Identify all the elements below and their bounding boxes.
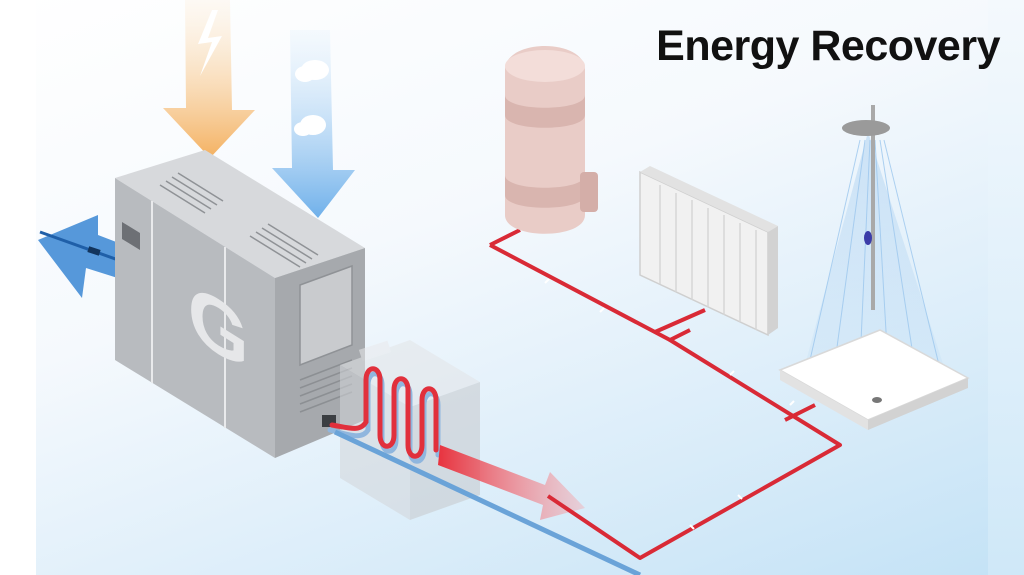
page-title: Energy Recovery xyxy=(656,22,1000,70)
cold-water-arrow-icon xyxy=(333,429,642,575)
shower xyxy=(778,105,970,430)
pipe-joints xyxy=(544,278,795,530)
cloud-arrow-icon xyxy=(272,30,355,218)
left-border xyxy=(0,0,36,575)
water-tank xyxy=(505,46,598,234)
compressor-unit: G xyxy=(115,150,365,458)
radiator xyxy=(639,166,778,337)
lightning-arrow-icon xyxy=(163,0,255,158)
hot-water-arrow-icon xyxy=(438,445,585,520)
heat-exchanger-coil xyxy=(327,366,441,464)
right-border xyxy=(988,0,1024,575)
hot-water-pipes xyxy=(489,228,842,560)
